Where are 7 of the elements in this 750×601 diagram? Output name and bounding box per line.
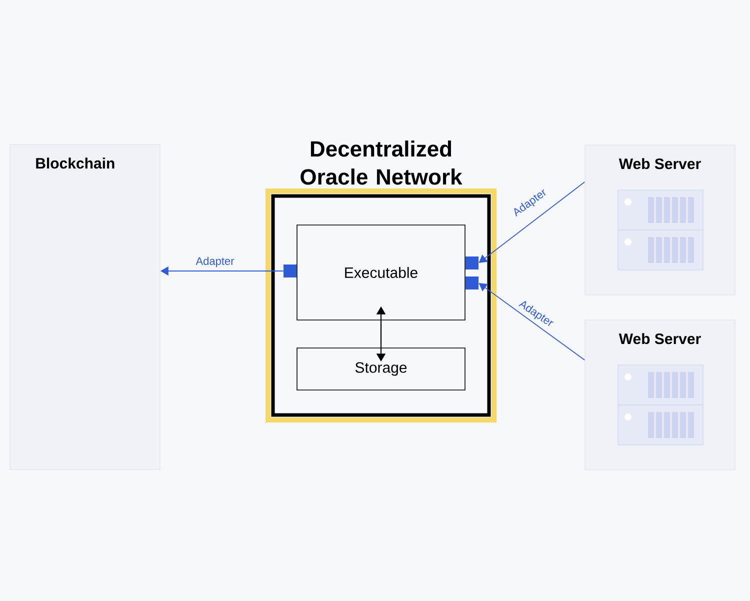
panel: Blockchain	[10, 144, 160, 470]
process-box: Storage	[296, 348, 466, 390]
node-label: Decentralized Oracle Network	[300, 140, 462, 185]
process-box: Executable	[296, 224, 466, 320]
arrow	[478, 182, 586, 263]
port-square	[284, 264, 296, 278]
edge-label: Adapter	[196, 256, 234, 268]
